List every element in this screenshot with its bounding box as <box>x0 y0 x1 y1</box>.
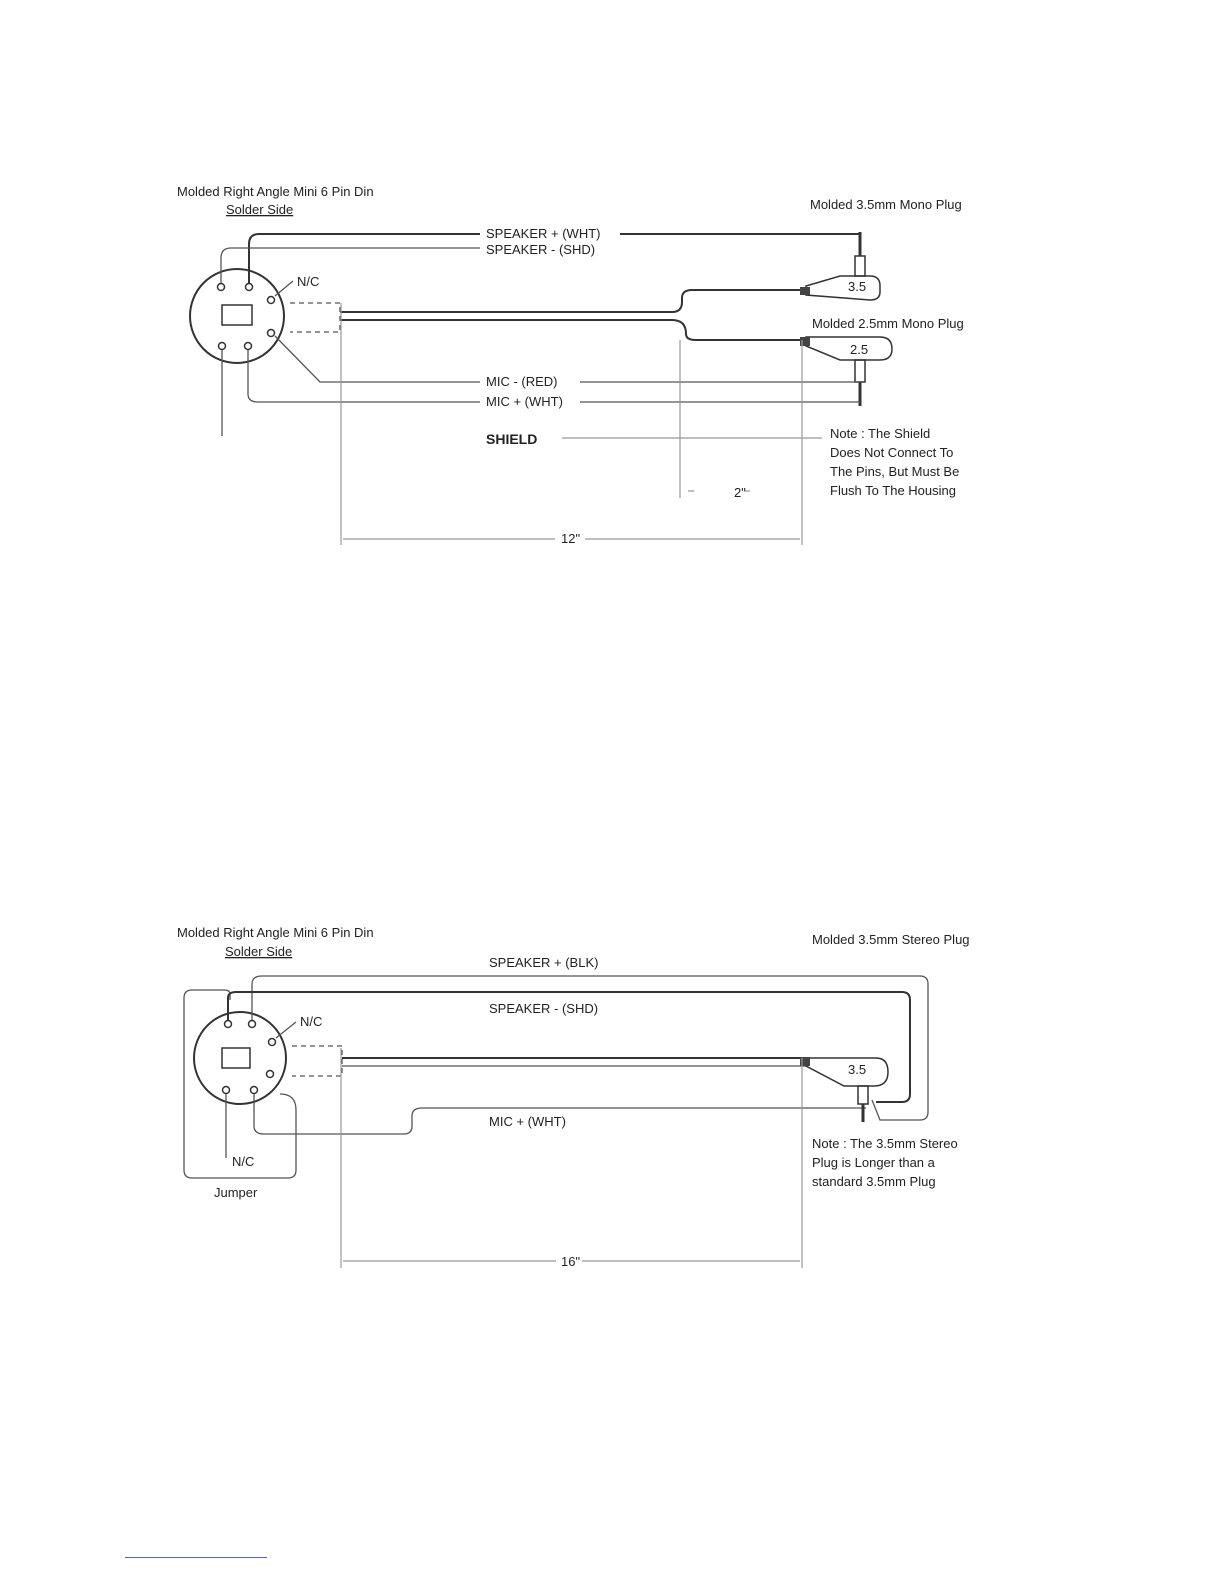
din-connector <box>189 268 285 436</box>
note2-line-2: Plug is Longer than a <box>812 1155 936 1170</box>
note-line-1: Note : The Shield <box>830 426 930 441</box>
pin-4 <box>266 328 276 338</box>
shield-note: Note : The Shield Does Not Connect To Th… <box>830 426 959 498</box>
connector-title-2: Molded Right Angle Mini 6 Pin Din <box>177 925 374 940</box>
plug-label-2: Molded 3.5mm Stereo Plug <box>812 932 970 947</box>
shield-label: SHIELD <box>486 431 537 447</box>
nc-label-2: N/C <box>300 1014 322 1029</box>
cable-to-top-plug <box>340 289 806 313</box>
mic-plus-wire <box>247 350 860 403</box>
speaker-plus-label: SPEAKER + (WHT) <box>486 226 601 241</box>
dim-label-2: 16" <box>561 1254 580 1269</box>
speaker-minus-label: SPEAKER - (SHD) <box>486 242 595 257</box>
speaker-plus-wire-2 <box>251 975 929 1121</box>
note-line-2: Does Not Connect To <box>830 445 953 460</box>
plug-top-label: Molded 3.5mm Mono Plug <box>810 197 962 212</box>
pin-4 <box>265 1069 275 1079</box>
mic-minus-label: MIC - (RED) <box>486 374 558 389</box>
dim-short-label: 2" <box>734 485 746 500</box>
strain-relief <box>290 302 341 333</box>
pin-6 <box>243 341 253 351</box>
note-line-4: Flush To The Housing <box>830 483 956 498</box>
plug-bottom-label: Molded 2.5mm Mono Plug <box>812 316 964 331</box>
plug-top-size: 3.5 <box>848 279 866 294</box>
pin-6 <box>249 1085 259 1095</box>
pin-5 <box>217 341 227 351</box>
plug-top: 3.5 <box>800 232 881 301</box>
connector-subtitle: Solder Side <box>226 202 293 217</box>
nc-bottom-label: N/C <box>232 1154 254 1169</box>
wiring-diagram-bottom: Molded Right Angle Mini 6 Pin Din Solder… <box>0 900 1224 1300</box>
mic-plus-wire-2 <box>253 1094 866 1135</box>
pin-2 <box>247 1019 257 1029</box>
pin-2 <box>244 282 254 292</box>
connector-subtitle-2: Solder Side <box>225 944 292 959</box>
din-connector-2 <box>193 1011 287 1105</box>
cable-to-bottom-plug <box>340 319 806 341</box>
pin-5 <box>221 1085 231 1095</box>
note2-line-3: standard 3.5mm Plug <box>812 1174 936 1189</box>
speaker-minus-label-2: SPEAKER - (SHD) <box>489 1001 598 1016</box>
jumper-label: Jumper <box>214 1185 258 1200</box>
pin-3 <box>267 1037 277 1047</box>
speaker-minus-wire <box>220 247 480 283</box>
note2-line-1: Note : The 3.5mm Stereo <box>812 1136 958 1151</box>
dim-long-label: 12" <box>561 531 580 546</box>
wiring-diagram-top-svg: Molded Right Angle Mini 6 Pin Din Solder… <box>177 184 964 546</box>
strain-relief-2 <box>292 1045 343 1077</box>
stereo-note: Note : The 3.5mm Stereo Plug is Longer t… <box>812 1136 958 1189</box>
mic-plus-label: MIC + (WHT) <box>486 394 563 409</box>
note-line-3: The Pins, But Must Be <box>830 464 959 479</box>
footnote-rule <box>125 1557 267 1558</box>
jumper-loop <box>183 989 297 1179</box>
wiring-diagram-bottom-svg: Molded Right Angle Mini 6 Pin Din Solder… <box>177 925 970 1269</box>
plug-size-2: 3.5 <box>848 1062 866 1077</box>
speaker-minus-wire-2 <box>227 991 911 1103</box>
pin-1 <box>216 282 226 292</box>
mic-plus-label-2: MIC + (WHT) <box>489 1114 566 1129</box>
speaker-plus-label-2: SPEAKER + (BLK) <box>489 955 598 970</box>
stereo-plug: 3.5 <box>800 1057 889 1122</box>
pin-3 <box>266 295 276 305</box>
speaker-plus-wire <box>248 233 861 283</box>
plug-bottom-size: 2.5 <box>850 342 868 357</box>
plug-bottom: 2.5 <box>800 336 893 406</box>
nc-label: N/C <box>297 274 319 289</box>
connector-title: Molded Right Angle Mini 6 Pin Din <box>177 184 374 199</box>
wiring-diagram-top: Molded Right Angle Mini 6 Pin Din Solder… <box>0 0 1224 640</box>
pin-1 <box>223 1019 233 1029</box>
